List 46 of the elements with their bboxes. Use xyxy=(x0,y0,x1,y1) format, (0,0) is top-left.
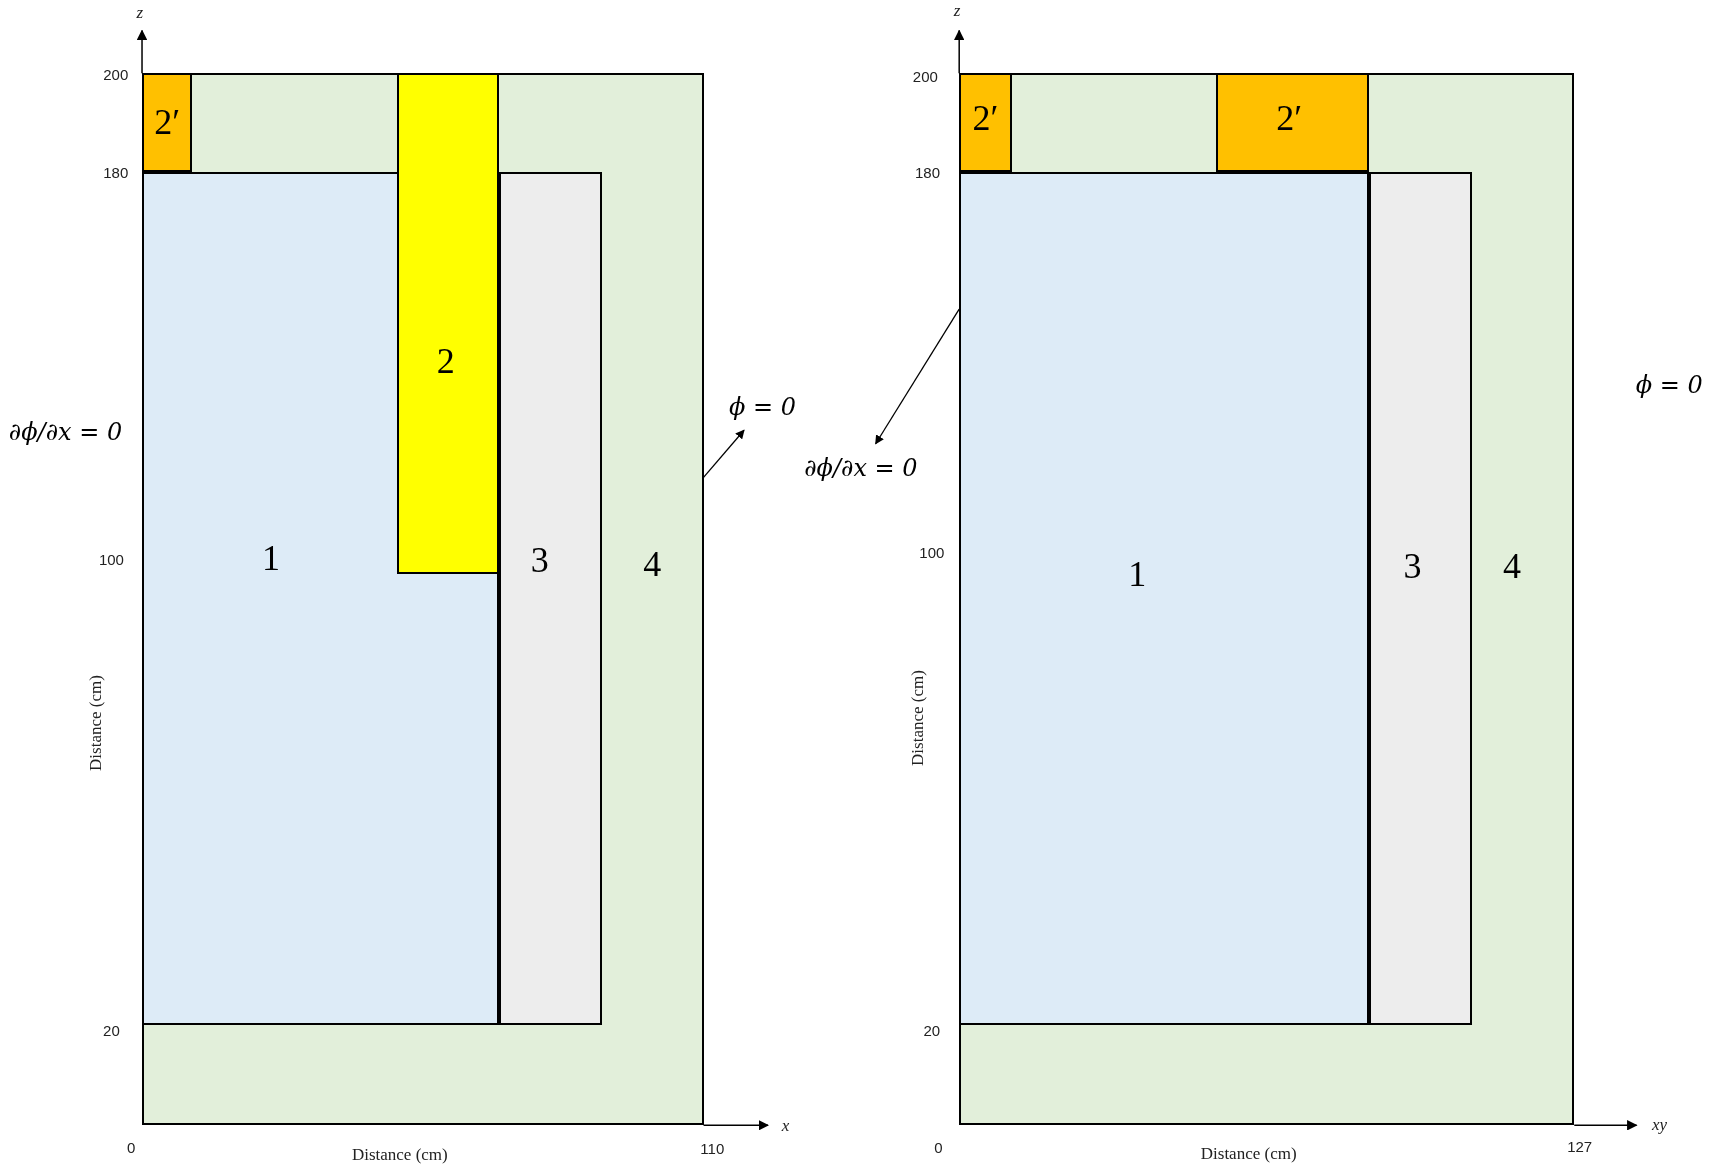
region-number: 2 xyxy=(436,339,455,382)
region-number: 1 xyxy=(1128,552,1147,595)
shield-region xyxy=(142,73,704,1126)
control-rod-region xyxy=(1215,73,1369,172)
region-number: 1 xyxy=(261,537,280,580)
region-number: 2′ xyxy=(1276,96,1303,139)
tick-label: 200 xyxy=(912,67,938,85)
reflector-region xyxy=(1368,171,1472,1025)
axis-title: Distance (cm) xyxy=(1200,1143,1297,1164)
boundary-condition: ∂ϕ/∂x = 0 xyxy=(8,417,123,446)
tick-label: 100 xyxy=(98,550,124,568)
control-rod-region xyxy=(142,73,193,172)
core-region xyxy=(142,171,398,1025)
region-number: 3 xyxy=(1403,544,1422,587)
tick-label: 180 xyxy=(915,163,940,180)
tick-label: 200 xyxy=(103,65,129,83)
arrow xyxy=(875,308,960,445)
boundary-condition: ϕ = 0 xyxy=(1635,370,1703,399)
region-number: 3 xyxy=(530,539,549,582)
reflector-region xyxy=(499,171,602,1025)
tick-label: 127 xyxy=(1567,1137,1593,1155)
control-rod-region xyxy=(959,73,1012,172)
boundary-condition: ϕ = 0 xyxy=(729,393,797,422)
tick-label: 180 xyxy=(103,163,129,180)
region-number: 4 xyxy=(643,542,662,585)
tick-label: 20 xyxy=(103,1021,120,1039)
axis-title: Distance (cm) xyxy=(86,675,107,772)
axis-label: xy xyxy=(1651,1115,1667,1136)
tick-label: 20 xyxy=(923,1021,941,1039)
control-rod-region xyxy=(396,73,500,574)
shield-region xyxy=(959,73,1575,1126)
tick-label: 110 xyxy=(700,1139,725,1157)
axis-label: z xyxy=(136,3,144,24)
axis-title: Distance (cm) xyxy=(907,669,928,766)
axis-label: x xyxy=(781,1116,790,1137)
core-region xyxy=(959,171,1369,1025)
axis-label: z xyxy=(953,0,961,21)
region-number: 4 xyxy=(1502,544,1521,587)
tick-label: 100 xyxy=(919,543,945,561)
boundary-condition: ∂ϕ/∂x = 0 xyxy=(804,453,918,482)
region-number: 2′ xyxy=(972,96,999,139)
region-number: 2′ xyxy=(154,101,181,144)
axis-title: Distance (cm) xyxy=(351,1144,448,1165)
arrow xyxy=(702,429,745,479)
tick-label: 0 xyxy=(934,1138,943,1156)
tick-label: 0 xyxy=(126,1138,136,1156)
